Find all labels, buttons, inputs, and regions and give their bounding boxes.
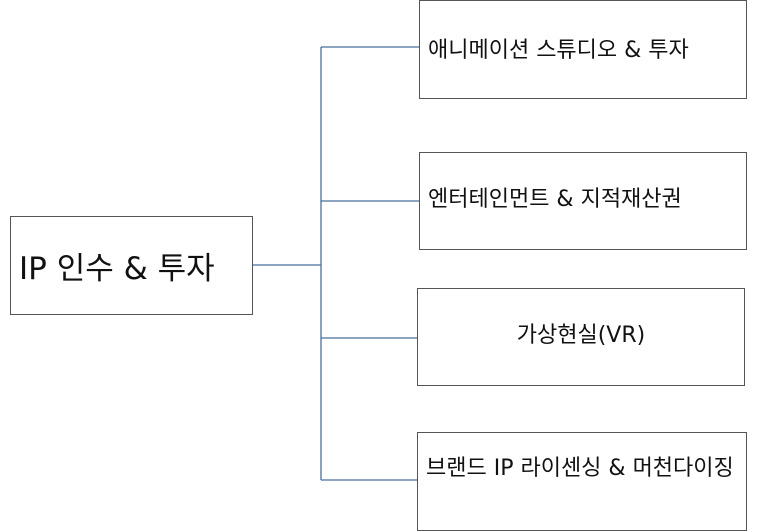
branch-node-label: 브랜드 IP 라이센싱 & 머천다이징 xyxy=(426,456,734,481)
branch-node-brand-licensing: 브랜드 IP 라이센싱 & 머천다이징 xyxy=(417,432,747,531)
branch-node-entertainment-ip: 엔터테인먼트 & 지적재산권 xyxy=(419,152,747,250)
branch-node-vr: 가상현실(VR) xyxy=(417,288,745,386)
root-node-label: IP 인수 & 투자 xyxy=(19,251,215,287)
branch-node-label: 애니메이션 스튜디오 & 투자 xyxy=(428,38,689,63)
branch-node-label: 가상현실(VR) xyxy=(516,323,646,349)
branch-node-label: 엔터테인먼트 & 지적재산권 xyxy=(428,187,682,213)
branch-node-animation-studio: 애니메이션 스튜디오 & 투자 xyxy=(419,0,747,99)
root-node: IP 인수 & 투자 xyxy=(10,216,253,315)
